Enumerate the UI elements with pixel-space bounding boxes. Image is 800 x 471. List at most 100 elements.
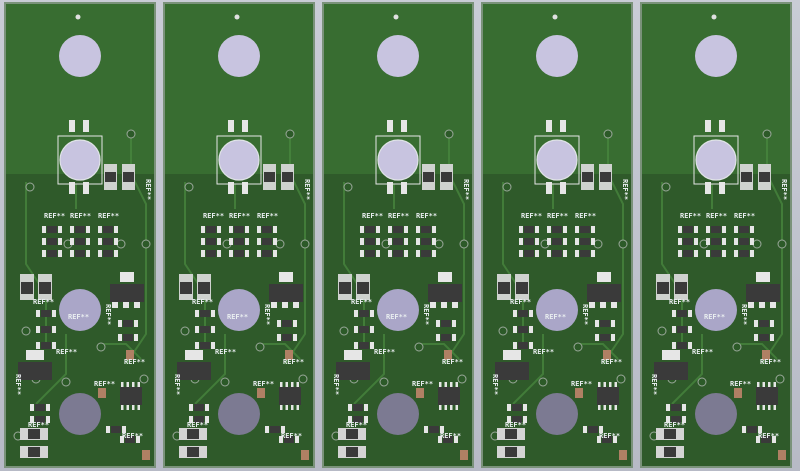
smd-pad (277, 320, 281, 327)
capacitor (762, 350, 770, 360)
ground-pad-round (218, 393, 260, 435)
smd-pad (201, 238, 205, 245)
smd-pad (523, 404, 527, 411)
smd-pad (354, 310, 358, 317)
ic-pin (757, 405, 760, 410)
tooling-hole (711, 14, 717, 20)
smd-component (739, 238, 749, 245)
regulator-pin (770, 302, 776, 308)
smd-component (234, 238, 244, 245)
ic-pin (444, 405, 447, 410)
smd-component (671, 404, 681, 411)
smd-pad (354, 326, 358, 333)
ic-soic (756, 387, 778, 405)
smd-pad (293, 334, 297, 341)
smd-component (580, 226, 590, 233)
ic-pin (773, 382, 776, 387)
via (139, 374, 149, 384)
smd-component (365, 226, 375, 233)
smd-pad (597, 436, 601, 443)
ref-label: REF** (229, 212, 250, 220)
smd-pad (98, 250, 102, 257)
smd-pad (694, 238, 698, 245)
smd-pad (694, 250, 698, 257)
smd-pad (591, 250, 595, 257)
trace (578, 343, 619, 360)
led-outline (693, 135, 739, 185)
trace (443, 134, 465, 365)
smd-component (194, 416, 204, 423)
smd-component (683, 238, 693, 245)
diode-body (346, 429, 358, 439)
ic-pin (762, 405, 765, 410)
smd-pad (388, 250, 392, 257)
ic-pin (609, 405, 612, 410)
via (777, 239, 787, 249)
ref-label: REF** (332, 374, 340, 395)
ref-label: REF** (303, 179, 311, 200)
ic-pin (603, 405, 606, 410)
smd-pad (438, 436, 442, 443)
smd-component (284, 436, 294, 443)
smd-component (234, 226, 244, 233)
capacitor (142, 450, 150, 460)
smd-pad (678, 238, 682, 245)
capacitor (734, 388, 742, 398)
ic-soic (438, 387, 460, 405)
smd-pad (404, 250, 408, 257)
smd-pad (295, 436, 299, 443)
pcb-board-4: REF**REF**REF**REF**REF**REF**REF**REF**… (481, 2, 633, 468)
ref-label: REF** (351, 298, 372, 306)
ic-pin (137, 405, 140, 410)
smd-pad (452, 320, 456, 327)
smd-pad (599, 426, 603, 433)
smd-component (739, 226, 749, 233)
smd-pad (750, 250, 754, 257)
smd-component (518, 342, 528, 349)
regulator-pin (589, 302, 595, 308)
ref-label: REF** (122, 432, 143, 440)
ic-pin (450, 405, 453, 410)
trace (101, 343, 142, 360)
mounting-hole (218, 35, 260, 77)
capacitor (619, 450, 627, 460)
ic-pin (762, 382, 765, 387)
smd-component (270, 426, 280, 433)
smd-pad (591, 226, 595, 233)
smd-component (677, 326, 687, 333)
smd-pad (754, 320, 758, 327)
smd-pad (370, 310, 374, 317)
diode-body (346, 447, 358, 457)
regulator-tab (756, 272, 770, 282)
via (21, 326, 31, 336)
ic-pin (598, 405, 601, 410)
board-artwork: REF**REF**REF**REF**REF**REF**REF**REF**… (649, 14, 788, 460)
resistor-body (282, 172, 293, 182)
smd-pad (360, 238, 364, 245)
led-hole (218, 139, 260, 181)
smd-pad (535, 238, 539, 245)
regulator-tab (597, 272, 611, 282)
led-pad (387, 120, 393, 132)
ref-label: REF** (253, 380, 274, 388)
ref-label: REF** (94, 380, 115, 388)
via (661, 182, 671, 192)
smd-component (683, 226, 693, 233)
transistor (177, 362, 211, 380)
diode-body (664, 447, 676, 457)
smd-pad (529, 310, 533, 317)
ref-label: REF** (104, 304, 112, 325)
ground-pad-round (536, 393, 578, 435)
ref-label: REF** (706, 212, 727, 220)
capacitor (444, 350, 452, 360)
mounting-hole (536, 35, 578, 77)
transistor-tab (503, 350, 521, 360)
diode-body (339, 282, 351, 294)
trace (194, 334, 226, 405)
via (444, 129, 454, 139)
resistor-body (600, 172, 611, 182)
ic-pin (285, 382, 288, 387)
smd-pad (682, 404, 686, 411)
led-pad (705, 120, 711, 132)
ref-label: REF** (734, 212, 755, 220)
